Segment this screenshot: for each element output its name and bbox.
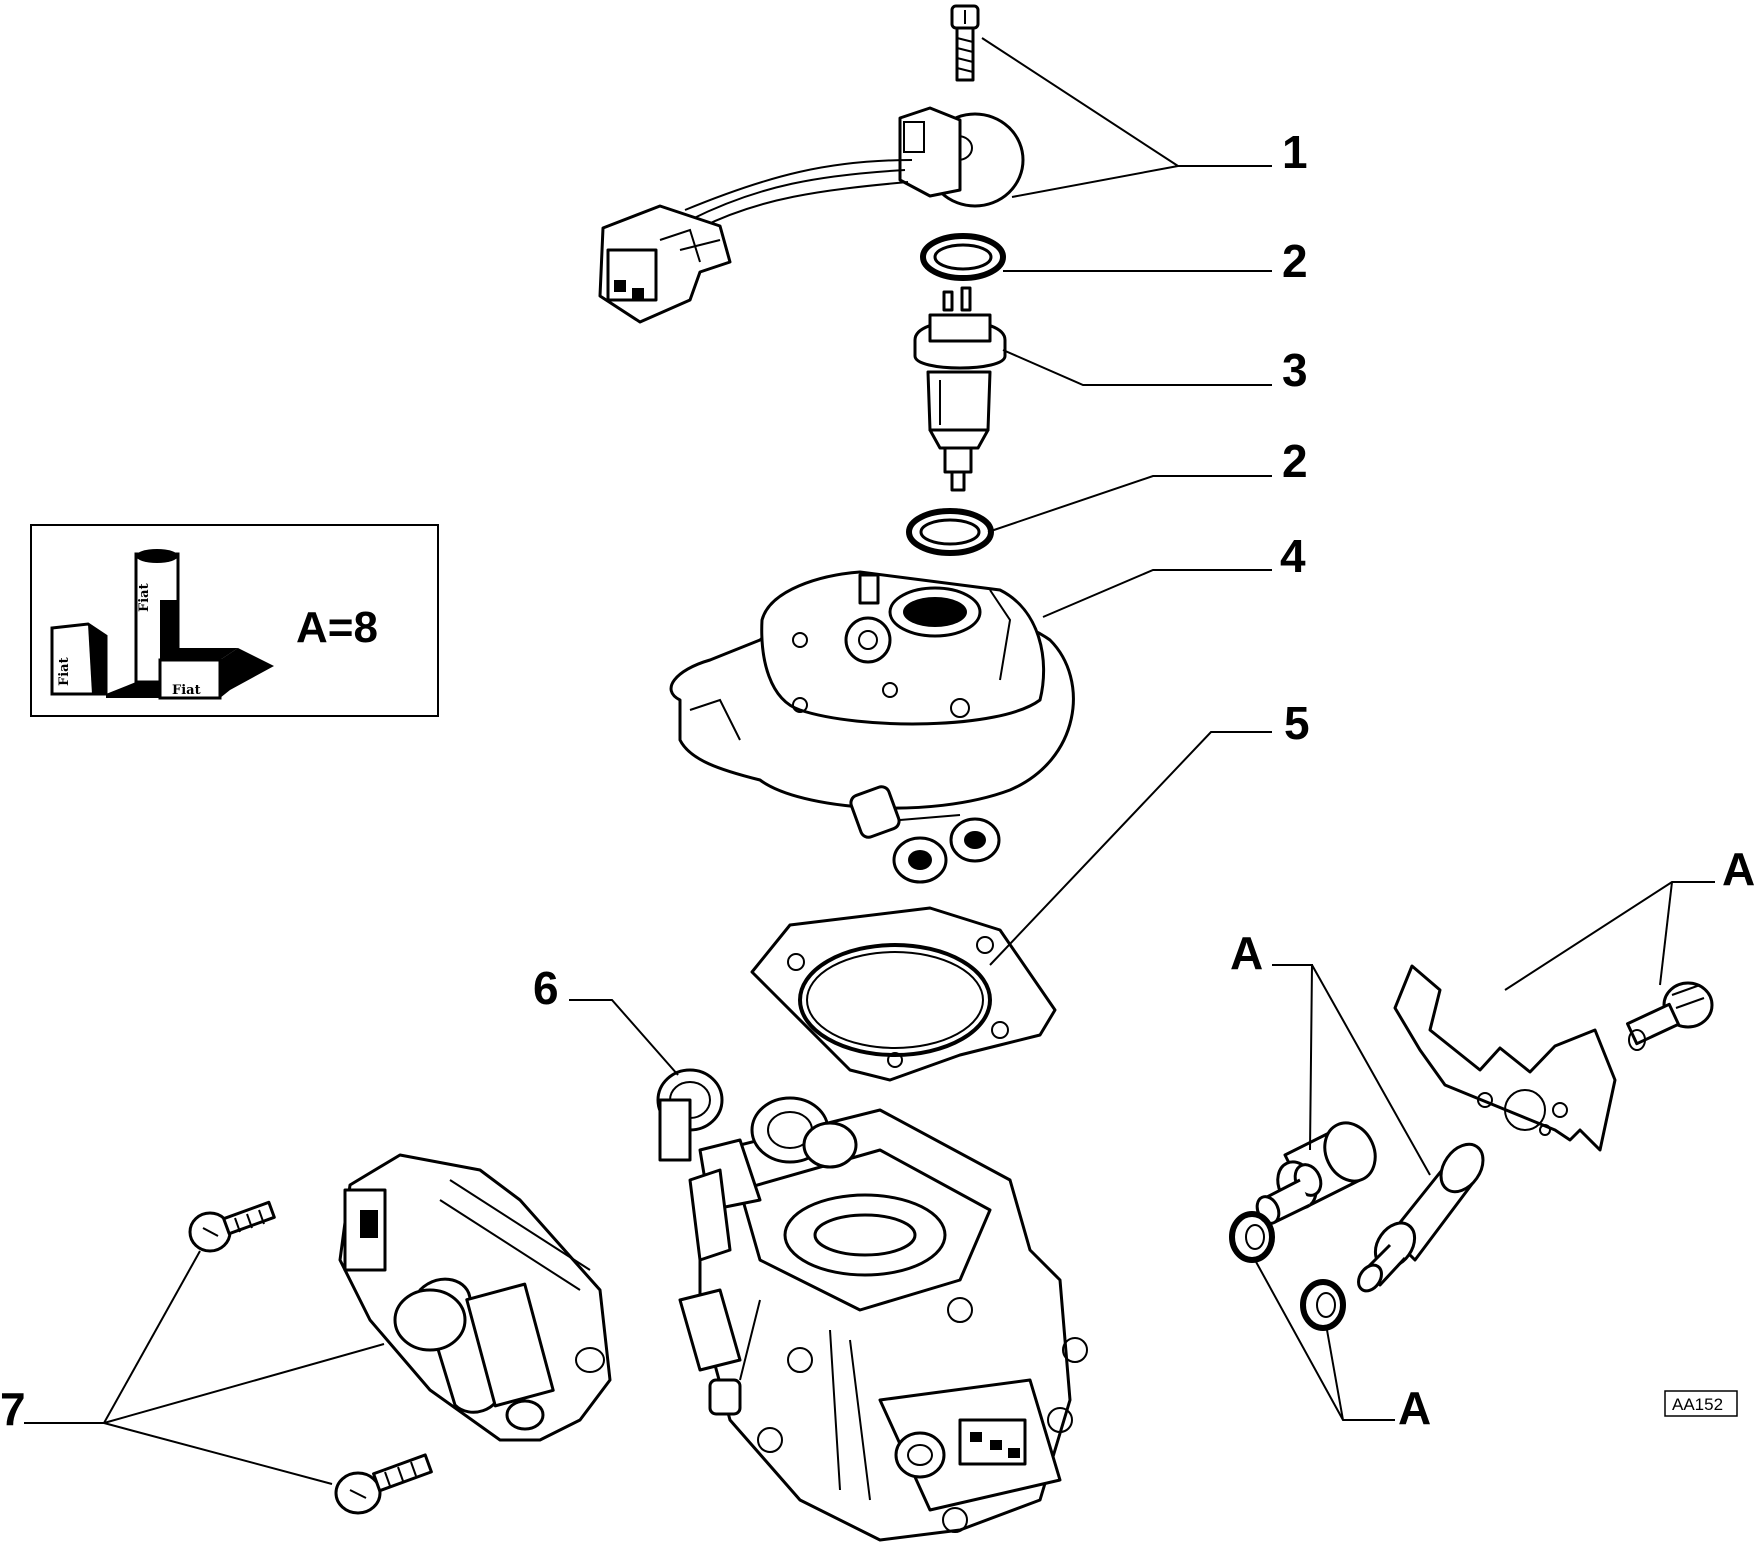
actuator-screw-lower-icon <box>334 1453 433 1515</box>
washer-upper-icon <box>1229 1211 1275 1263</box>
idle-actuator-icon <box>188 1153 612 1515</box>
callout-6: 6 <box>533 962 559 1014</box>
bracket-icon <box>1393 964 1617 1152</box>
callout-3: 3 <box>1282 344 1308 396</box>
group-label-a-right: A <box>1722 843 1755 895</box>
o-ring-upper-icon <box>920 233 1006 281</box>
throttle-body-icon <box>656 1068 1088 1542</box>
throttle-position-sensor-icon <box>598 4 1025 324</box>
kit-brand-text-3: Fiat <box>172 683 201 698</box>
group-label-a-bottom: A <box>1398 1382 1431 1434</box>
fuel-injector-icon <box>913 286 1007 492</box>
kit-a-parts <box>1229 964 1714 1331</box>
o-ring-lower-icon <box>906 508 994 556</box>
kit-box: Fiat Fiat Fiat A=8 <box>30 524 439 717</box>
bracket-screw-icon <box>1626 981 1714 1051</box>
actuator-screw-upper-icon <box>188 1200 276 1253</box>
idle-valve-stub-icon <box>656 1068 858 1262</box>
gasket-icon <box>750 906 1057 1082</box>
sensor-screw-icon <box>950 4 980 82</box>
kit-brand-text-2: Fiat <box>57 657 72 686</box>
callout-5: 5 <box>1284 697 1310 749</box>
callout-2-lower: 2 <box>1282 435 1308 487</box>
group-label-a-middle: A <box>1230 927 1263 979</box>
kit-quantity-text: A=8 <box>296 603 378 652</box>
callout-2-upper: 2 <box>1282 235 1308 287</box>
reference-code-box: AA152 <box>1664 1390 1738 1417</box>
leader-lines <box>24 37 1715 1485</box>
callout-labels: 1 2 3 2 4 5 6 7 A A A <box>0 126 1755 1435</box>
callout-4: 4 <box>1280 530 1306 582</box>
callout-1: 1 <box>1282 126 1308 178</box>
reference-code: AA152 <box>1672 1395 1723 1414</box>
fiat-parts-kit-icon: Fiat Fiat Fiat <box>50 549 274 700</box>
washer-lower-icon <box>1300 1279 1346 1331</box>
kit-brand-text-1: Fiat <box>137 583 152 612</box>
injector-housing-icon <box>669 570 1075 884</box>
callout-7: 7 <box>0 1383 26 1435</box>
fitting-left-icon <box>1255 1121 1377 1225</box>
fitting-right-icon <box>1357 1142 1485 1293</box>
